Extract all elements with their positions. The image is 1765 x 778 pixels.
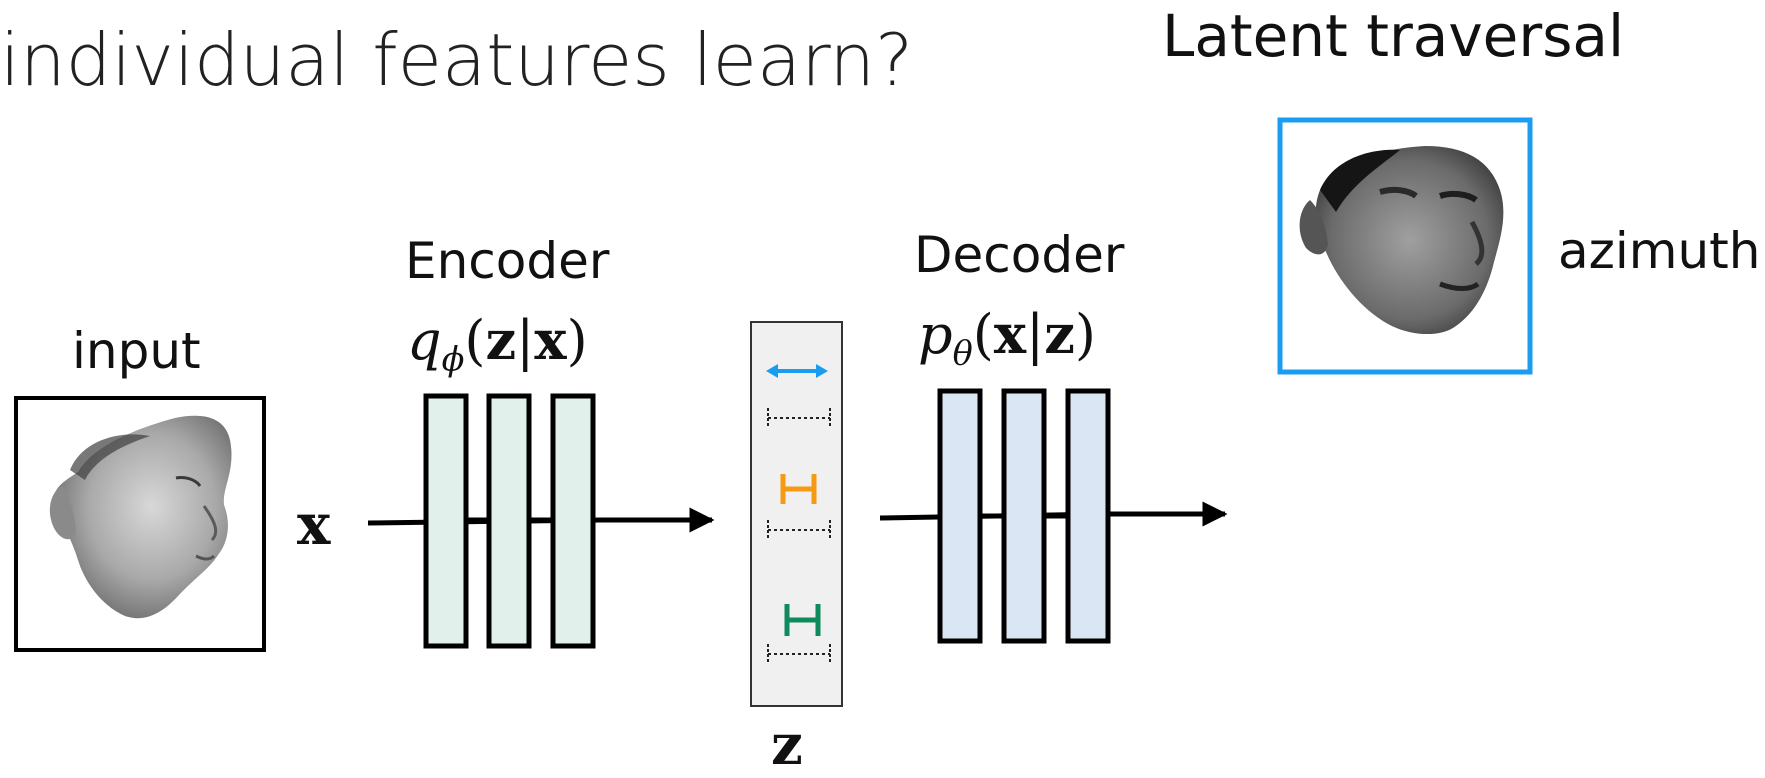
latent-symbol: z <box>771 712 803 778</box>
decoder-layer <box>937 388 983 644</box>
azimuth-label: azimuth <box>1558 222 1761 280</box>
double-arrow-icon <box>766 364 828 378</box>
traversal-image <box>1277 117 1533 375</box>
decoder-layer <box>1065 388 1111 644</box>
encoder-layer <box>550 393 596 649</box>
input-label: input <box>72 322 201 380</box>
interval-bracket-icon <box>767 408 831 428</box>
encoder-formula: qϕ(z|x) <box>407 308 588 379</box>
encoder-layers <box>423 393 596 649</box>
interval-bracket-icon <box>767 644 831 664</box>
face-rotated-icon <box>1299 146 1504 335</box>
encoder-label: Encoder <box>405 232 610 290</box>
encoder-layer <box>486 393 532 649</box>
page-heading: individual features learn? <box>0 18 914 102</box>
interval-bracket-icon <box>767 520 831 540</box>
encoder-layer <box>423 393 469 649</box>
decoder-formula: pθ(x|z) <box>918 302 1096 373</box>
latent-vector <box>750 321 843 707</box>
interval-marker-green <box>784 604 821 636</box>
decoder-label: Decoder <box>914 226 1125 284</box>
decoder-layers <box>937 388 1111 644</box>
traversal-title: Latent traversal <box>1162 2 1625 70</box>
decoder-layer <box>1001 388 1047 644</box>
input-image <box>14 396 266 652</box>
face-profile-icon <box>49 415 232 619</box>
interval-marker-orange <box>780 474 817 504</box>
input-symbol: x <box>297 492 331 558</box>
